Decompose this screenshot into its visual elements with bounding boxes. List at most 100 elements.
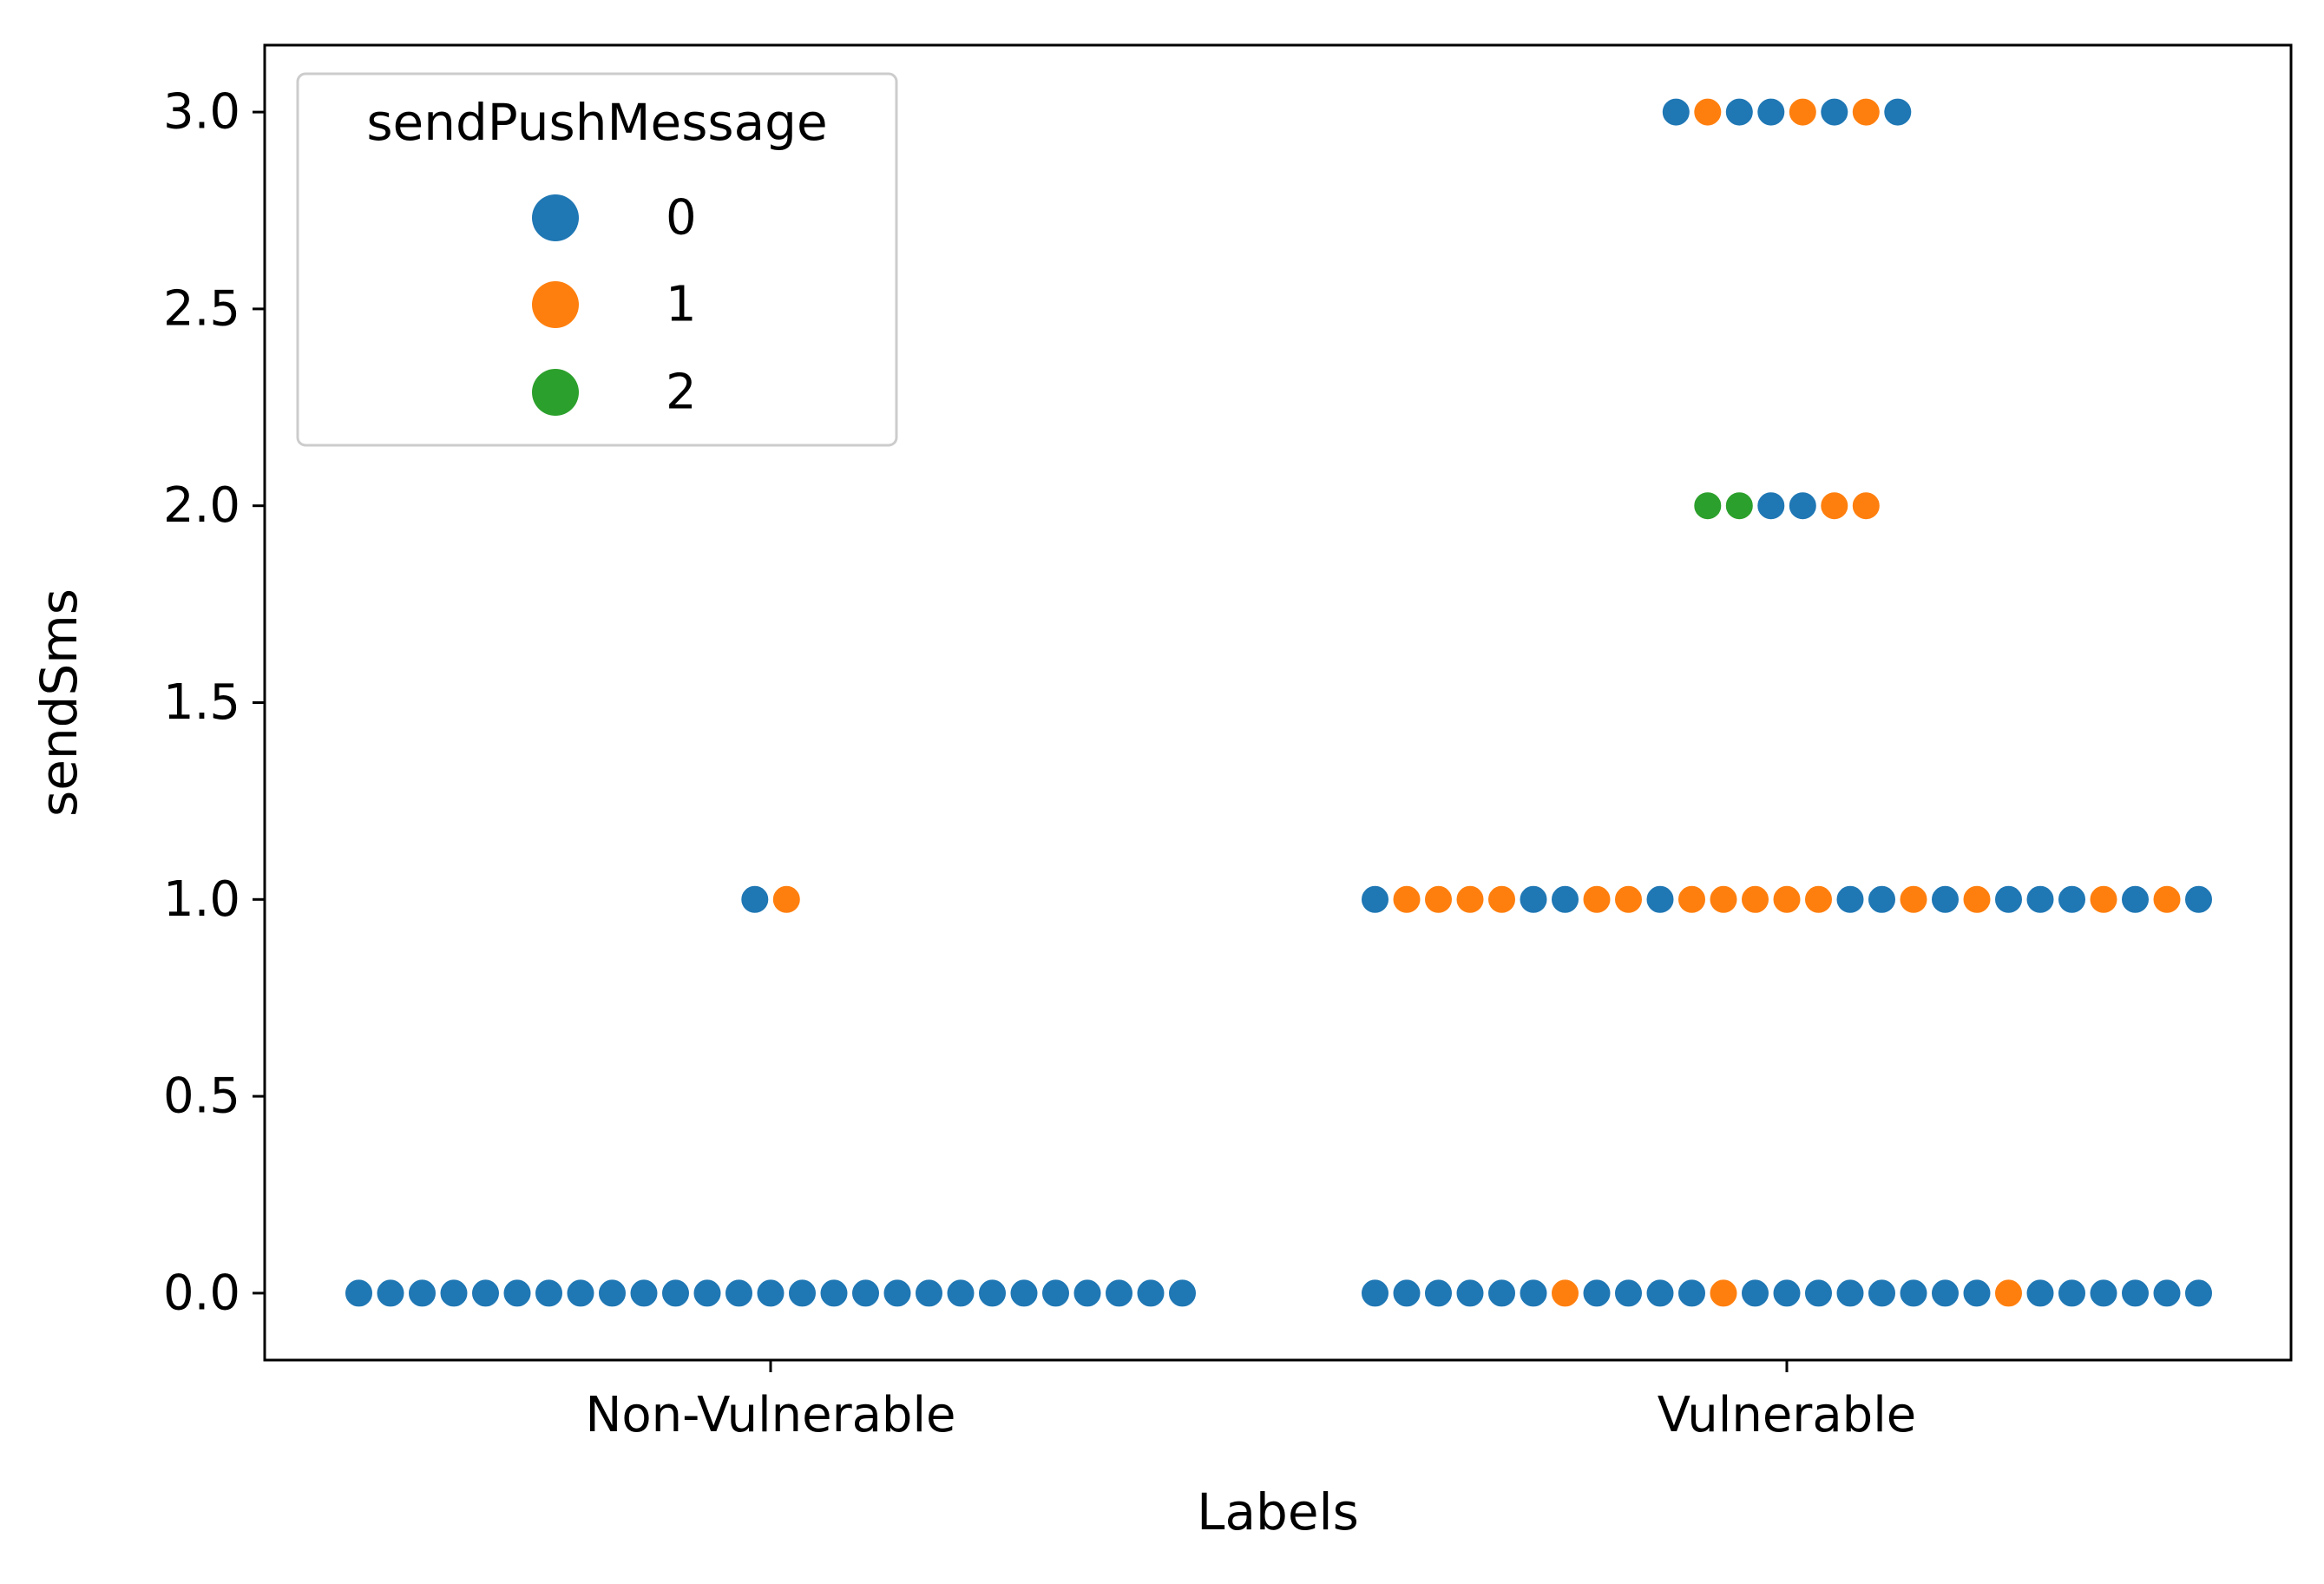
data-point [1423,884,1454,915]
data-point [438,1278,469,1309]
data-point [1454,1278,1486,1309]
data-point [1930,884,1960,915]
data-point [2088,884,2119,915]
data-point [787,1278,817,1309]
data-point [1518,1278,1549,1309]
data-point [2151,1278,2183,1309]
data-point [1613,1278,1644,1309]
legend-marker [532,281,579,328]
data-point [1518,884,1549,915]
data-point [1692,96,1723,128]
data-point [2088,1278,2119,1309]
data-point [1850,490,1881,522]
data-point [1677,1278,1707,1309]
data-point [1835,884,1866,915]
data-point [1041,1278,1071,1309]
data-point [1787,490,1818,522]
legend-entry-label: 0 [666,190,697,246]
data-point [2183,884,2214,915]
legend-entry-label: 2 [666,365,697,421]
legend-box [296,72,898,447]
x-tick-label: Vulnerable [1658,1387,1916,1443]
data-point [1581,884,1612,915]
data-point [1771,884,1802,915]
data-point [1993,1278,2024,1309]
data-point [1993,884,2024,915]
y-tick-label: 1.5 [163,674,240,731]
data-point [1360,1278,1390,1309]
data-point [914,1278,944,1309]
data-point [534,1278,564,1309]
legend-entry-label: 1 [666,277,697,333]
data-point [1677,884,1707,915]
data-point [1360,884,1390,915]
data-point [724,1278,754,1309]
data-point [1072,1278,1103,1309]
y-tick-label: 2.0 [163,477,240,534]
data-point [1740,884,1770,915]
data-point [1819,96,1850,128]
data-point [2120,1278,2150,1309]
data-point [1708,884,1739,915]
data-point [1961,884,1992,915]
data-point [945,1278,976,1309]
data-point [1423,1278,1454,1309]
data-point [818,1278,850,1309]
data-point [755,1278,786,1309]
data-point [1867,884,1897,915]
data-point [2057,884,2087,915]
data-point [565,1278,596,1309]
legend-marker [532,194,579,241]
data-point [1787,96,1818,128]
data-point [1740,1278,1770,1309]
x-tick-label: Non-Vulnerable [586,1387,956,1443]
y-tick-label: 0.0 [163,1265,240,1321]
data-point [1692,490,1723,522]
data-point [1898,1278,1929,1309]
data-point [1708,1278,1739,1309]
data-point [597,1278,627,1309]
data-point [1104,1278,1134,1309]
data-point [739,884,771,915]
data-point [1867,1278,1897,1309]
data-point [407,1278,437,1309]
data-point [2025,1278,2056,1309]
data-point [1645,1278,1676,1309]
data-point [1723,490,1755,522]
data-point [2183,1278,2214,1309]
data-point [2151,884,2183,915]
data-point [2120,884,2150,915]
data-point [660,1278,691,1309]
y-axis-title: sendSms [30,588,89,817]
data-point [1391,1278,1422,1309]
data-point [2025,884,2056,915]
data-point [1771,1278,1802,1309]
data-point [502,1278,533,1309]
data-point [1660,96,1691,128]
data-point [1723,96,1755,128]
data-point [1756,96,1787,128]
data-point [977,1278,1008,1309]
data-point [1135,1278,1166,1309]
y-tick-label: 0.5 [163,1068,240,1125]
data-point [2057,1278,2087,1309]
data-point [882,1278,913,1309]
data-point [1819,490,1850,522]
legend: sendPushMessage 0 1 2 [296,72,898,447]
data-point [1167,1278,1198,1309]
data-point [692,1278,723,1309]
data-point [1898,884,1929,915]
data-point [1581,1278,1612,1309]
data-point [1008,1278,1040,1309]
data-point [1835,1278,1866,1309]
data-points [344,96,2214,1309]
data-point [1803,884,1834,915]
data-point [1803,1278,1834,1309]
y-tick-label: 1.0 [163,871,240,928]
data-point [850,1278,881,1309]
legend-title: sendPushMessage [366,93,827,152]
x-axis-title: Labels [1197,1482,1359,1541]
